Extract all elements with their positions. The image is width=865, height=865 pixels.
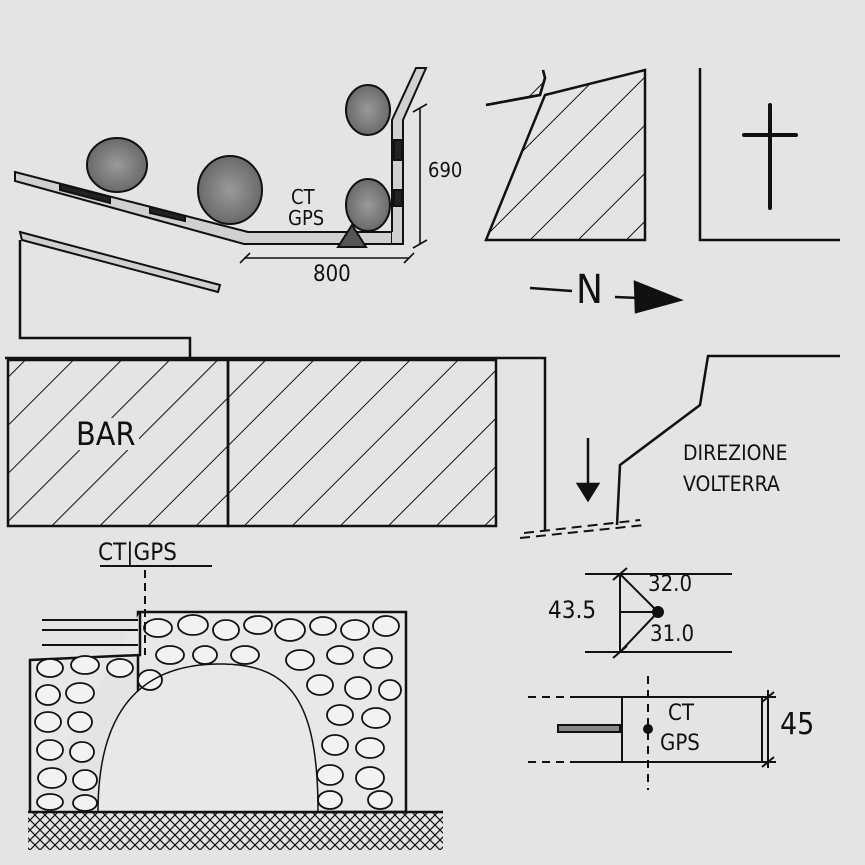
volterra-road-edge: [615, 354, 840, 526]
plan-station-code-line1: CT: [291, 185, 315, 209]
tree-icon: [86, 137, 148, 193]
left-building-outline: [18, 240, 192, 358]
detail-dimension-45: 45: [780, 707, 815, 742]
detail-dim-total: 43.5: [548, 596, 597, 624]
cross-icon: [742, 103, 798, 210]
plan-dimension-690: 690: [428, 158, 463, 182]
plan-station-code-line2: GPS: [288, 206, 325, 230]
lower-road-edge: [18, 230, 222, 294]
elevation-station-label: CT|GPS: [98, 538, 178, 566]
detail-station-line2: GPS: [660, 731, 700, 756]
upper-building-hatched: [484, 68, 647, 242]
road-dashed-edge: [519, 524, 646, 539]
bar-label: BAR: [72, 418, 140, 450]
detail-section-dimensions: [585, 567, 732, 659]
dimension-690-line: [412, 103, 428, 249]
church-outline: [698, 68, 840, 242]
north-arrow-icon: [529, 280, 684, 314]
street-edge-line: [5, 356, 547, 530]
plan-dimension-800: 800: [313, 262, 351, 287]
direction-line1: DIREZIONE: [683, 441, 788, 465]
tree-icon: [345, 178, 391, 232]
station-marker-icon: [336, 223, 368, 248]
trees-group: [86, 84, 391, 232]
stone-wall-elevation: [28, 570, 443, 850]
central-building-hatched: [226, 358, 498, 528]
detail-dim-top: 32.0: [648, 572, 693, 597]
tree-icon: [345, 84, 391, 136]
tree-icon: [197, 155, 263, 225]
detail-plan-box: [528, 676, 776, 790]
detail-dim-bottom: 31.0: [650, 622, 695, 647]
detail-station-line1: CT: [668, 701, 694, 726]
north-label: N: [576, 267, 603, 313]
direction-line2: VOLTERRA: [683, 472, 780, 496]
dimension-800-line: [239, 252, 415, 264]
direction-down-arrow-icon: [575, 438, 601, 503]
